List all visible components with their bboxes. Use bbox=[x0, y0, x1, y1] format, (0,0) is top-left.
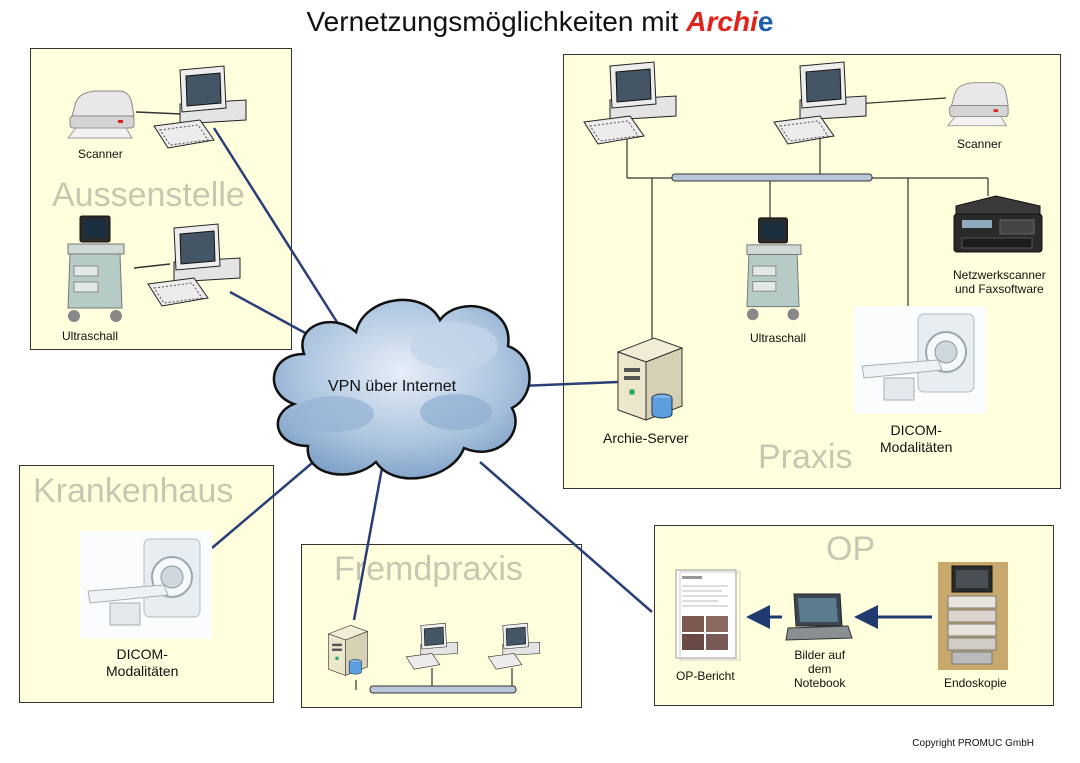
praxis-title: Praxis bbox=[758, 438, 853, 476]
vpn-label: VPN über Internet bbox=[328, 378, 457, 395]
aussenstelle-ultrasound-label: Ultraschall bbox=[62, 329, 119, 343]
server-icon bbox=[616, 337, 684, 421]
krankenhaus-dicom-label: DICOM- Modalitäten bbox=[106, 646, 178, 680]
scanner-icon bbox=[946, 82, 1009, 127]
aussenstelle-title: Aussenstelle bbox=[52, 176, 245, 214]
praxis-dicom-line-1: DICOM- bbox=[890, 422, 942, 438]
aussenstelle-scanner-label: Scanner bbox=[78, 147, 123, 161]
fremdpraxis-box bbox=[301, 544, 582, 708]
report-document-icon bbox=[675, 569, 741, 661]
netzwerkscanner-line-2: und Faxsoftware bbox=[954, 282, 1044, 296]
server-icon bbox=[327, 625, 369, 676]
notebook-line-1: Bilder auf bbox=[794, 648, 846, 662]
multifunction-printer-icon bbox=[953, 195, 1043, 253]
vpn-links bbox=[211, 127, 653, 621]
praxis-dicom-line-2: Modalitäten bbox=[880, 439, 953, 455]
archie-server-label: Archie-Server bbox=[603, 430, 689, 446]
ultrasound-machine-icon bbox=[746, 217, 802, 321]
desktop-computer-icon bbox=[487, 622, 541, 670]
op-title: OP bbox=[826, 530, 876, 568]
notebook-line-3: Notebook bbox=[794, 676, 846, 690]
praxis-dicom-label: DICOM- Modalitäten bbox=[880, 422, 952, 456]
copyright-text: Copyright PROMUC GmbH bbox=[912, 738, 1034, 749]
notebook-line-2: dem bbox=[808, 662, 832, 676]
desktop-computer-icon bbox=[773, 61, 867, 145]
ct-scanner-icon bbox=[80, 531, 212, 639]
title-prefix: Vernetzungsmöglichkeiten mit bbox=[306, 6, 687, 37]
notebook-icon bbox=[785, 593, 853, 641]
fremdpraxis-bus bbox=[369, 685, 517, 694]
link-praxis-server bbox=[519, 380, 619, 388]
praxis-netzwerkscanner-label: Netzwerkscanner und Faxsoftware bbox=[953, 268, 1046, 296]
link-fremdpraxis bbox=[352, 467, 384, 621]
praxis-lan bbox=[626, 97, 989, 340]
endoskopie-label: Endoskopie bbox=[944, 676, 1007, 690]
vpn-cloud-icon bbox=[272, 298, 531, 480]
notebook-label: Bilder auf dem Notebook bbox=[794, 648, 845, 690]
ultrasound-machine-icon bbox=[67, 215, 125, 322]
desktop-computer-icon bbox=[583, 61, 677, 145]
praxis-bus bbox=[671, 173, 873, 182]
brand-logo-main: Archi bbox=[686, 6, 758, 37]
krankenhaus-dicom-line-2: Modalitäten bbox=[106, 663, 179, 679]
op-bericht-label: OP-Bericht bbox=[676, 669, 735, 683]
page-title: Vernetzungsmöglichkeiten mit Archie bbox=[0, 6, 1080, 38]
ct-scanner-icon bbox=[854, 306, 986, 414]
link-krankenhaus bbox=[211, 457, 319, 549]
endoscopy-tower-icon bbox=[938, 562, 1008, 670]
netzwerkscanner-line-1: Netzwerkscanner bbox=[953, 268, 1046, 282]
aussenstelle-lan bbox=[133, 111, 183, 269]
praxis-scanner-label: Scanner bbox=[957, 137, 1002, 151]
desktop-computer-icon bbox=[153, 65, 247, 149]
krankenhaus-dicom-line-1: DICOM- bbox=[116, 646, 168, 662]
scanner-icon bbox=[66, 90, 135, 139]
desktop-computer-icon bbox=[405, 622, 459, 670]
link-op bbox=[479, 461, 653, 613]
link-aussenstelle-pc1 bbox=[212, 127, 344, 331]
praxis-ultrasound-label: Ultraschall bbox=[750, 331, 807, 345]
brand-logo-accent: e bbox=[757, 6, 774, 37]
link-aussenstelle-pc2 bbox=[229, 290, 319, 342]
desktop-computer-icon bbox=[147, 223, 241, 307]
krankenhaus-title: Krankenhaus bbox=[33, 472, 234, 510]
